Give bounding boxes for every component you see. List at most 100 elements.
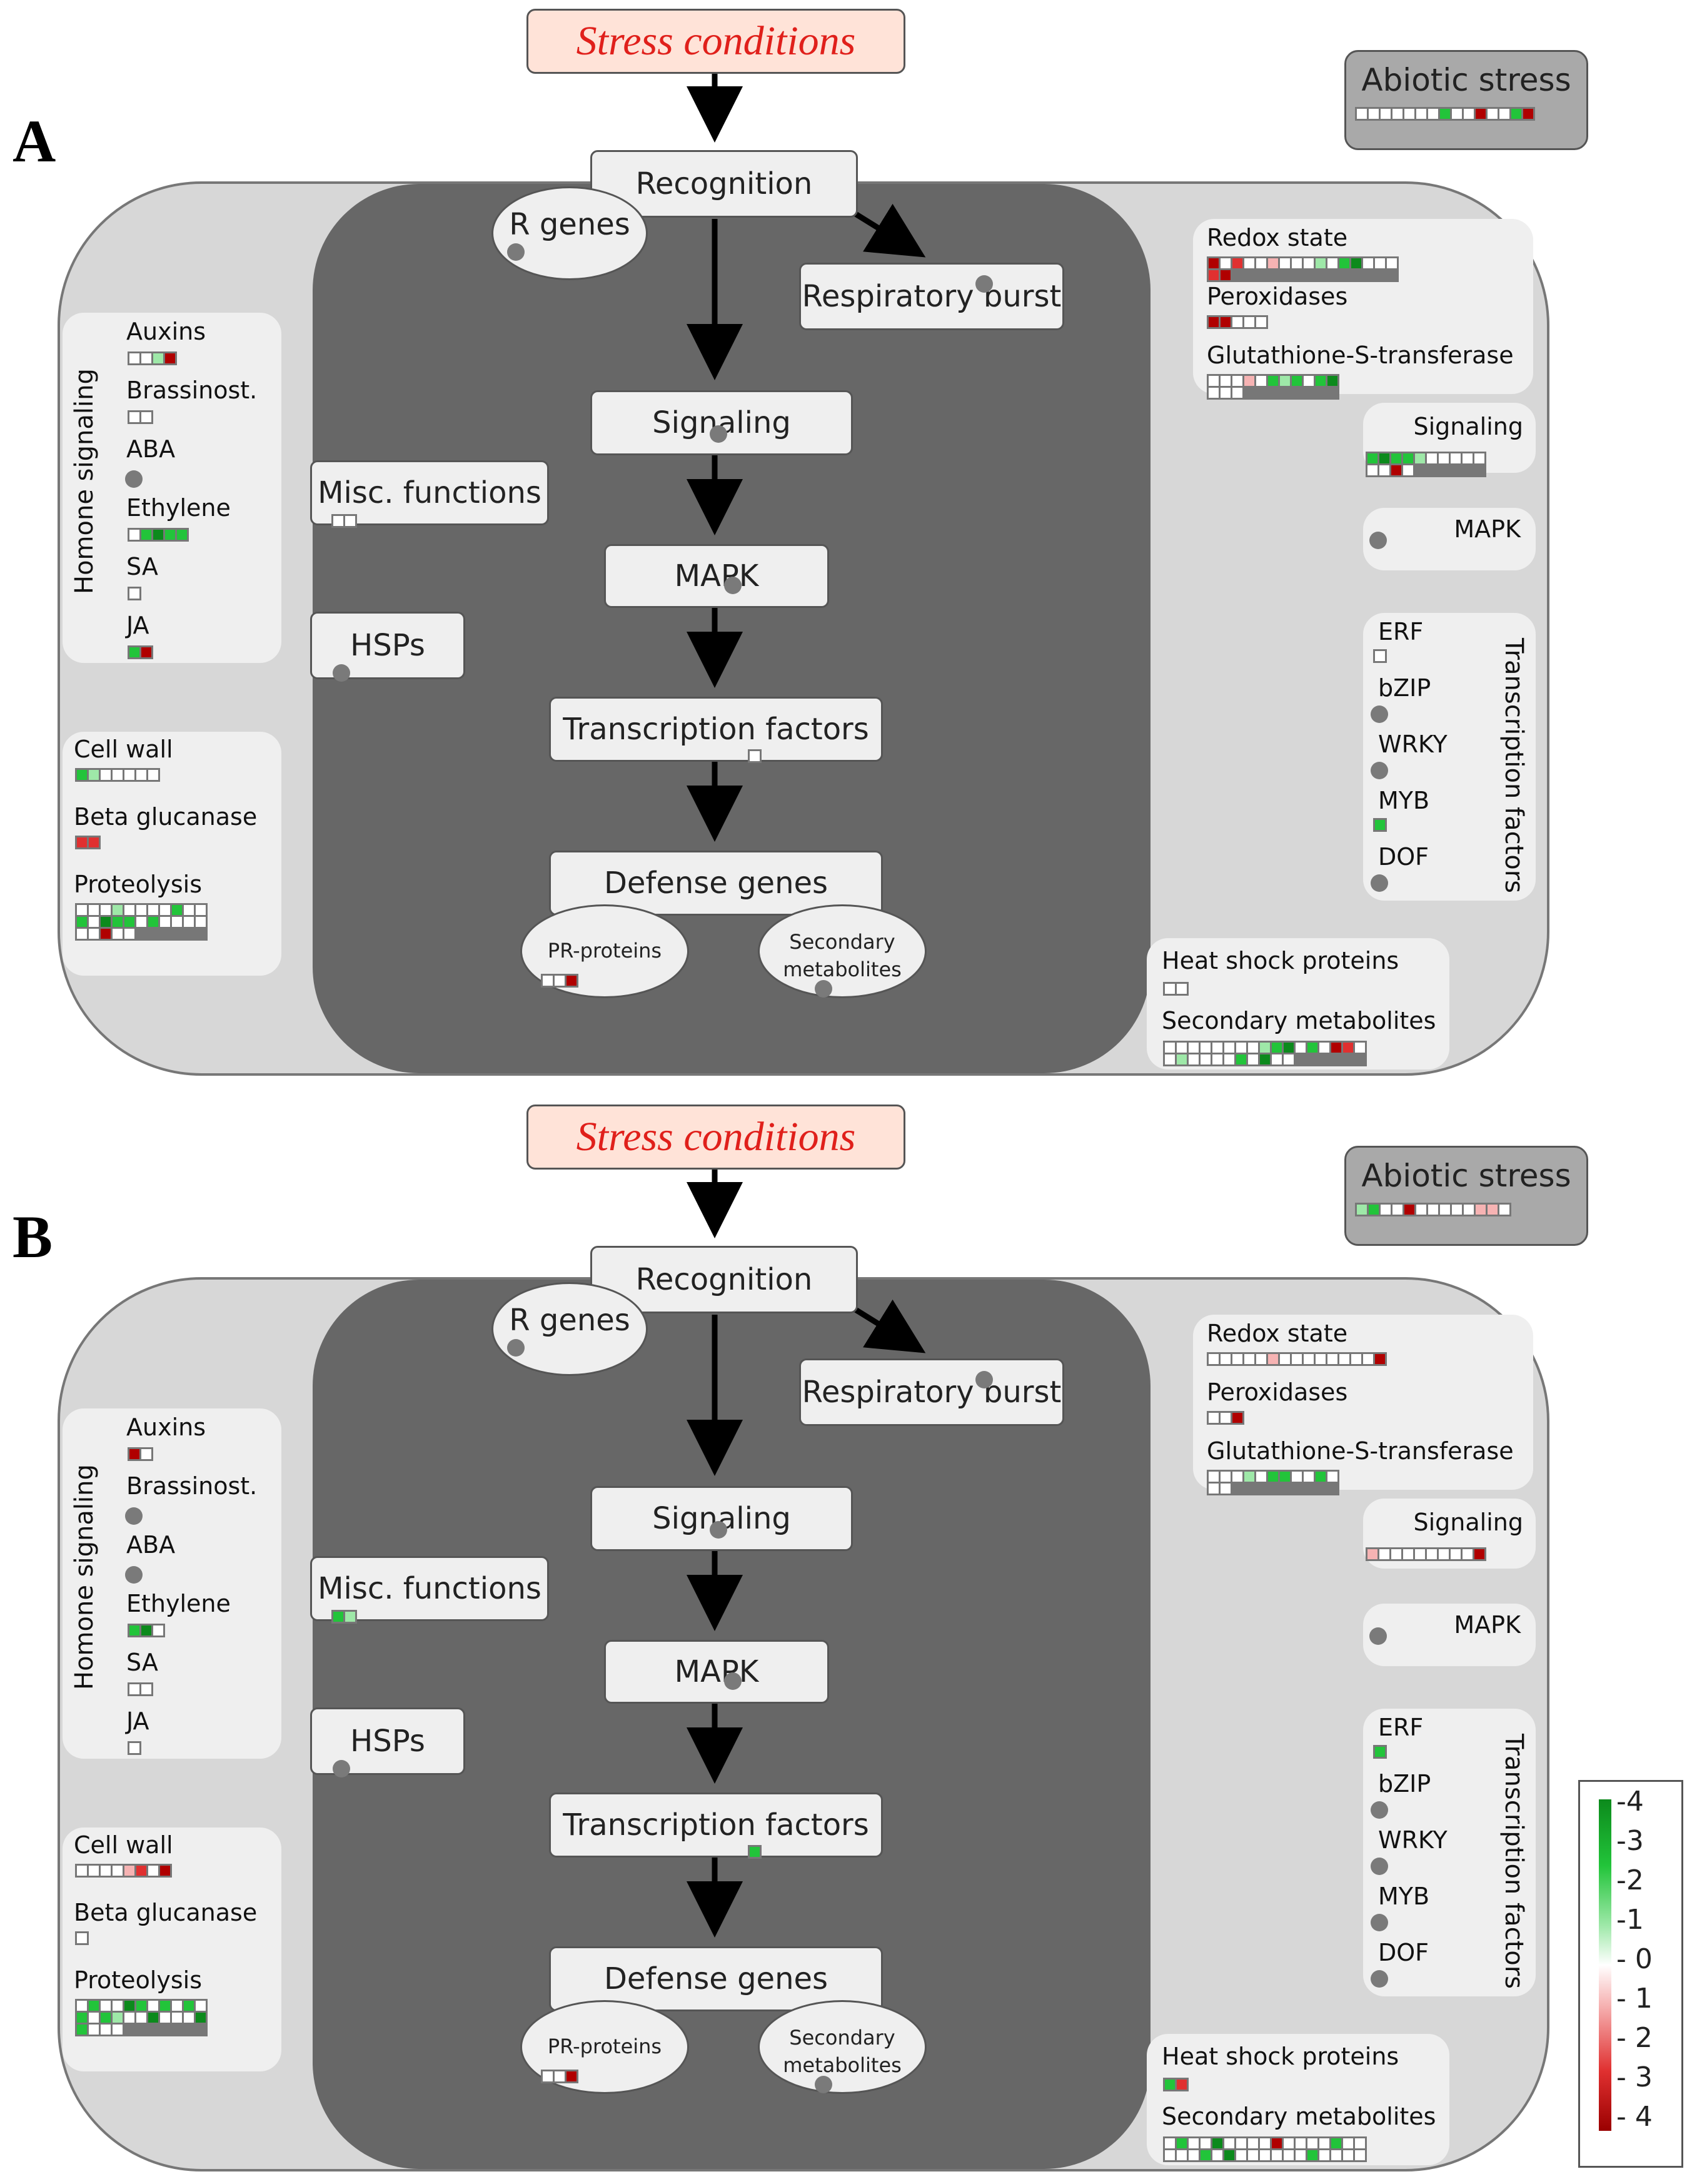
- expression-cell: [1165, 1054, 1175, 1064]
- expression-cell: [136, 917, 146, 927]
- expression-cell: [1224, 1054, 1234, 1064]
- expression-cell: [129, 530, 139, 540]
- expression-cells: [1207, 1470, 1339, 1495]
- misc-functions-cells: [331, 1610, 357, 1624]
- expression-cell: [1415, 453, 1425, 463]
- expression-cell: [136, 2001, 146, 2011]
- expression-cell: [1272, 1054, 1282, 1064]
- expression-cell: [172, 2013, 182, 2023]
- expression-cell: [1319, 2138, 1329, 2148]
- expression-cell: [1232, 258, 1242, 268]
- expression-cells: [128, 351, 177, 365]
- expression-cell: [1189, 1043, 1199, 1053]
- expression-cell: [1224, 2150, 1234, 2160]
- expression-cell: [77, 2001, 87, 2011]
- expression-cell: [1201, 1054, 1211, 1064]
- redox-item-label: Glutathione-S-transferase: [1207, 1437, 1514, 1465]
- expression-cell: [1244, 1354, 1254, 1364]
- secondary-metabolites-label: Secondary metabolites: [1162, 1007, 1436, 1034]
- hormone-signaling-title: Homone signaling: [70, 1464, 99, 1690]
- expression-cell: [1476, 1205, 1486, 1215]
- legend-tick-label: - 0: [1616, 1943, 1653, 1975]
- expression-cell: [136, 2013, 146, 2023]
- hormone-label: JA: [126, 1707, 149, 1735]
- expression-cells: [75, 768, 160, 782]
- expression-cell: [113, 770, 123, 780]
- expression-cell: [1236, 2150, 1246, 2160]
- expression-cell: [196, 905, 206, 915]
- expression-cell: [1404, 109, 1414, 119]
- expression-cell: [1177, 1054, 1187, 1064]
- expression-cell: [184, 905, 194, 915]
- expression-cell: [177, 530, 187, 540]
- right-mapk-label: MAPK: [1454, 515, 1521, 543]
- expression-cell: [184, 2013, 194, 2023]
- expression-cell: [1268, 1472, 1278, 1482]
- expression-cell: [165, 353, 175, 363]
- r-genes-dot: [507, 243, 525, 261]
- expression-cell: [1343, 2150, 1353, 2160]
- recognition-box: Recognition: [590, 150, 858, 218]
- mapk-dot: [724, 1672, 742, 1690]
- tf-item-label: ERF: [1378, 1714, 1424, 1741]
- expression-cell: [1355, 2150, 1365, 2160]
- secondary-metabolites-label: Secondary metabolites: [1162, 2103, 1436, 2130]
- expression-cell: [89, 2013, 99, 2023]
- expression-cell: [1404, 1205, 1414, 1215]
- right-mapk-label: MAPK: [1454, 1611, 1521, 1639]
- expression-cell: [124, 929, 134, 939]
- expression-cell: [1379, 1549, 1389, 1559]
- expression-cell: [1451, 1549, 1461, 1559]
- expression-cell: [1256, 258, 1266, 268]
- r-genes-label: R genes: [509, 207, 630, 242]
- heat-shock-label: Heat shock proteins: [1162, 2043, 1399, 2070]
- r-genes-dot: [507, 1339, 525, 1357]
- expression-cell: [89, 929, 99, 939]
- expression-cell: [1488, 1205, 1498, 1215]
- expression-cell: [129, 1684, 139, 1694]
- expression-cell: [1201, 1043, 1211, 1053]
- expression-cell: [160, 1866, 170, 1876]
- expression-cell: [345, 1612, 355, 1622]
- hormone-label: SA: [126, 1649, 158, 1676]
- expression-cell: [1244, 1472, 1254, 1482]
- expression-cell: [1236, 1043, 1246, 1053]
- expression-cells: [75, 836, 101, 849]
- expression-cell: [141, 353, 151, 363]
- expression-cell: [1212, 2138, 1222, 2148]
- expression-cell: [1209, 1354, 1219, 1364]
- expression-cell: [1428, 109, 1438, 119]
- cell-wall-item-label: Cell wall: [74, 736, 173, 763]
- secondary-metabolites-cells: [1163, 2136, 1367, 2162]
- heat-shock-label: Heat shock proteins: [1162, 947, 1399, 974]
- color-scale-legend: -4-3-2-1- 0- 1- 2- 3- 4: [1578, 1780, 1683, 2168]
- legend-tick-label: - 2: [1616, 2022, 1653, 2054]
- pr-proteins-cells: [541, 2070, 578, 2083]
- expression-cell: [750, 1847, 760, 1857]
- expression-cell: [1256, 1472, 1266, 1482]
- expression-cell: [184, 917, 194, 927]
- expression-cell: [77, 905, 87, 915]
- expression-cells: [1373, 649, 1387, 663]
- respiratory-burst-box: Respiratory burst: [799, 263, 1064, 330]
- expression-cell: [1304, 1354, 1314, 1364]
- expression-cell: [113, 2013, 123, 2023]
- expression-cell: [1292, 258, 1302, 268]
- expression-cell: [1379, 465, 1389, 475]
- tf-item-label: MYB: [1378, 787, 1430, 814]
- expression-cell: [1209, 1413, 1219, 1423]
- hsps-box: HSPs: [310, 612, 465, 679]
- expression-cell: [1355, 1043, 1365, 1053]
- expression-cells: [128, 1682, 153, 1696]
- expression-cell: [543, 976, 553, 986]
- expression-cell: [89, 2001, 99, 2011]
- expression-cell: [1381, 109, 1391, 119]
- expression-cell: [101, 2013, 111, 2023]
- expression-cell: [160, 2013, 170, 2023]
- expression-cell: [1439, 1549, 1449, 1559]
- expression-cell: [1403, 465, 1413, 475]
